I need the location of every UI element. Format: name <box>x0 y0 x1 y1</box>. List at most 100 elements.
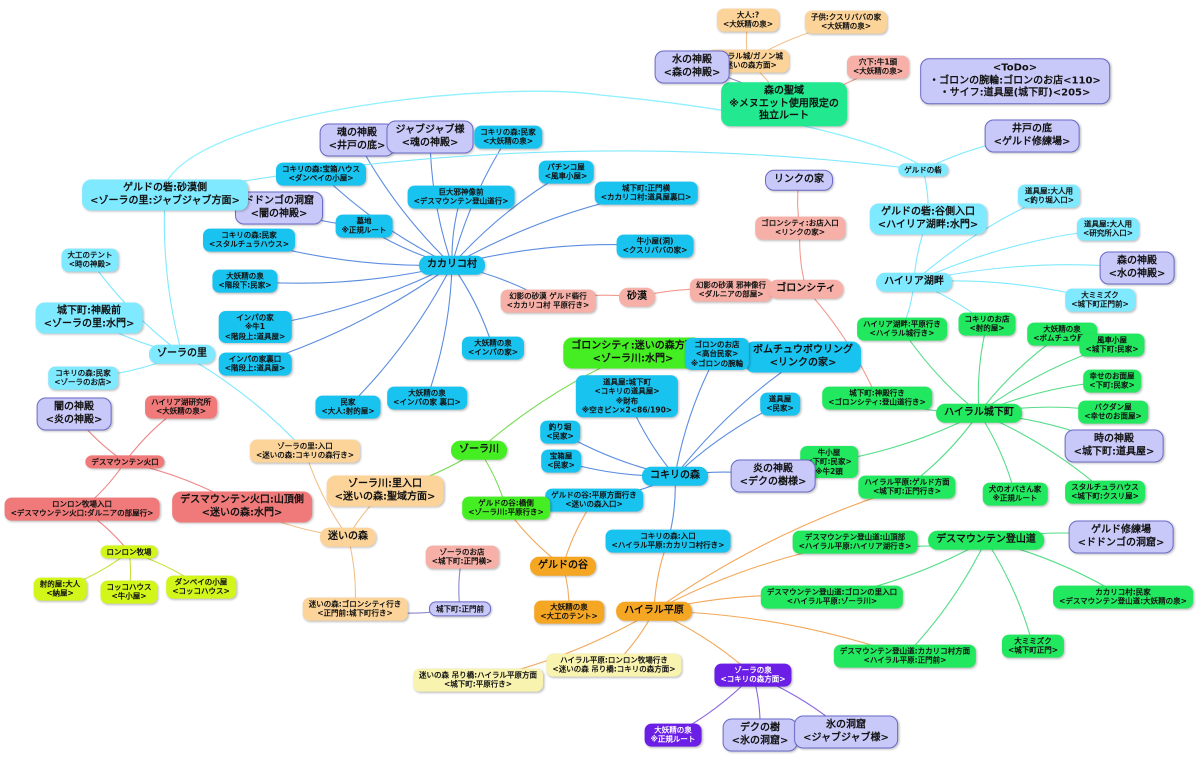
node-desert-phantom2: 幻影の砂漠 邪神像行 <ダルニアの部屋> <box>689 278 773 302</box>
node-impa-house: インパの家 ※牛1 <階段上:道具屋> <box>218 310 292 344</box>
node-lonlon-entry: ロンロン牧場入口 <デスマウンテン火口:ダルニアの部屋行> <box>4 497 160 521</box>
node-bakudan: バクダン屋 <幸せのお面屋> <box>1078 400 1148 424</box>
node-zora-entry: ゾーラの里:入口 <迷いの森:コキリの森行き> <box>249 439 361 463</box>
edge-kokiri_forest-bombchu <box>674 356 804 477</box>
node-impa-back: インパの家裏口 <階段上:道具屋> <box>218 352 292 376</box>
node-gerudo-training: ゲルド修練場 <ドドンゴの洞窟> <box>1068 520 1174 554</box>
node-adult: 大人:? <大妖精の泉> <box>716 8 780 32</box>
node-happy-mask: 幸せのお面屋 <下町:民家> <box>1083 369 1141 393</box>
node-fairy-carpenter: 大妖精の泉 <大工のテント> <box>534 600 604 624</box>
node-minka: 民家 <大人:射的屋> <box>315 395 381 419</box>
node-hylia-lake: ハイリア湖畔 <box>876 272 952 292</box>
node-dm-kakariko: デスマウンテン登山道:カカリコ村方面 <ハイラル平原:正門前> <box>833 644 977 668</box>
node-dodongo: ドドンゴの洞窟 <闇の神殿> <box>235 191 323 225</box>
edge-gerudo_desert-gerudo_fort <box>164 150 924 196</box>
node-desert: 砂漠 <box>619 287 655 307</box>
node-goron-shop2: ゴロンのお店 <高台民家> ※ゴロンの腕輪 <box>684 337 750 371</box>
node-dog-lady: 犬のオバさん家 ※正規ルート <box>982 482 1048 506</box>
node-deku-tree: デクの樹 <氷の洞窟> <box>722 718 798 752</box>
node-shooting: 射的屋:大人 <納屋> <box>33 577 87 601</box>
edge-death_mountain-dm_kakariko <box>904 539 987 657</box>
node-goron-forest: ゴロンシティ:迷いの森方面 <ゾーラ川:水門> <box>563 337 703 369</box>
node-kokiri-house: コキリの森:民家 <大妖精の泉> <box>474 125 542 149</box>
node-windmill: 風車小屋 <城下町:民家> <box>1079 333 1145 357</box>
node-jabu: ジャブジャブ様 <魂の神殿> <box>386 120 474 154</box>
node-gerudo-desert: ゲルドの砦:砂漠側 <ゾーラの里:ジャブジャブ方面> <box>82 179 248 211</box>
node-giant-tree: 巨大邪神像前 <デスマウンテン登山道行> <box>407 185 515 209</box>
node-treasure-house: 宝箱屋 <民家> <box>541 449 581 473</box>
node-castle-front: 城下町:正門横 <カカリコ村:道具屋裏口> <box>594 181 698 205</box>
node-gerudo-valley: ゲルドの谷 <box>530 556 596 576</box>
node-tool-shop: 道具屋:城下町 <コキリの道具屋> ※財布 ※空きビン×2<86/190> <box>575 375 679 417</box>
node-great-fairy-impa: 大妖精の泉 <インパの家 裏口> <box>387 386 467 410</box>
node-kokiri-shop: コキリのお店 <射的屋> <box>958 312 1016 336</box>
node-lost-goron: 迷いの森:ゴロンシティ行き <正門前:城下町行き> <box>302 597 408 621</box>
node-cucco: コッコハウス <牛小屋> <box>100 580 158 604</box>
node-great-fairy-k: 大妖精の泉 <階段下:民家> <box>212 269 278 293</box>
node-ice-cavern: 氷の洞窟 <ジャブジャブ様> <box>794 715 898 749</box>
node-link-house: リンクの家 <box>765 169 833 191</box>
edge-goron_city-castle_temple <box>805 288 878 399</box>
node-gerudo-fort: ゲルドの砦 <box>898 163 948 177</box>
node-skulltula: スタルチュラハウス <城下町:クスリ屋> <box>1065 480 1145 504</box>
node-hyrule-field-gerudo: ハイラル平原:ゲルド方面 <城下町:正門行き> <box>858 475 956 499</box>
node-field-lonlon: ハイラル平原:ロンロン牧場行き <迷いの森 吊り橋:コキリの森方面> <box>546 653 682 677</box>
node-dm-goron: デスマウンテン登山道:ゴロンの里入口 <ハイラル平原:ゾーラ川> <box>760 585 904 609</box>
edge-kakariko-minka <box>347 264 453 408</box>
node-goron-city: ゴロンシティ <box>768 279 844 299</box>
edge-castle_town-kokiri_shop <box>977 323 988 414</box>
node-well-bottom: 井戸の底 <ゲルド修練場> <box>984 119 1080 153</box>
node-kakariko: カカリコ村 <box>419 255 485 275</box>
edge-kakariko-great_fairy_impa2 <box>451 264 494 349</box>
node-death-crater-top: デスマウンテン火口:山頂側 <迷いの森:水門> <box>172 491 312 523</box>
node-dampe: ダンペイの小屋 <コッコハウス> <box>166 575 236 599</box>
node-hylia-plain: ハイリア湖畔:平原行き <ハイラル城行き> <box>857 317 947 341</box>
node-great-fairy-impa2: 大妖精の泉 <インパの家> <box>461 336 525 360</box>
node-zora-shop: ゾーラのお店 <城下町:正門横> <box>425 545 499 569</box>
node-kokiri-house2: コキリの森:民家 <スタルチュラハウス> <box>203 228 295 252</box>
node-death-crater: デスマウンテン火口 <box>85 455 165 469</box>
node-desert-phantom: 幻影の砂漠 ゲルド砦行 <カカリコ村 平原行き> <box>500 289 596 313</box>
node-town-temple: 城下町:神殿前 <ゾーラの里:水門> <box>35 302 143 334</box>
node-hylia-lab: ハイリア湖研究所 <大妖精の泉> <box>145 395 217 419</box>
node-forest-sanctuary: 森の聖域 ※メヌエット使用限定の 独立ルート <box>721 82 847 126</box>
node-tool-house: 道具屋 <民家> <box>760 392 800 416</box>
node-cow-hut: 牛小屋(洞) <クスリババの家> <box>616 234 694 258</box>
node-gerudo-valley-bridge: ゲルドの谷:橋側 <ゾーラ川:平原行き> <box>462 496 550 520</box>
node-big-mimizuk: 大ミミズク <城下町正門前> <box>1065 288 1135 312</box>
node-time-temple: 時の神殿 <城下町:道具屋> <box>1064 429 1164 463</box>
node-todo: <ToDo> ・ゴロンの腕輪:ゴロンのお店<110> ・サイフ:道具屋(城下町)… <box>920 58 1110 104</box>
edge-castle_town-great_fairy_bomb <box>978 333 1063 414</box>
edge-death_mountain-big_owl <box>985 539 1034 647</box>
node-lonlon: ロンロン牧場 <box>100 545 158 559</box>
node-kokiri-zora: コキリの森:民家 <ゾーラのお店> <box>48 366 118 390</box>
node-fishing: 釣り堀 <民家> <box>540 420 580 444</box>
node-gerudo-valley-entry: ゲルドの砦:谷側入口 <ハイリア湖畔:水門> <box>869 203 987 235</box>
node-bombchu: ボムチュウボウリング <リンクの家> <box>745 341 861 373</box>
node-forest-temple-r: 森の神殿 <水の神殿> <box>1099 251 1175 285</box>
node-pachinko: パチンコ屋 <風車小屋> <box>538 160 594 184</box>
node-zora-fountain: ゾーラの泉 <コキリの森方面> <box>714 663 792 687</box>
edge-zora_village-gerudo_desert <box>163 194 183 355</box>
node-carpenter-tent: 大工のテント <時の神殿> <box>61 248 119 272</box>
node-great-fairy-p: 大妖精の泉 ※正規ルート <box>644 723 702 747</box>
node-castle-temple: 城下町:神殿行き <ゴロンシティ:登山道行き> <box>822 386 932 410</box>
node-kokiri-entry: コキリの森:入口 <ハイラル平原:カカリコ村行き> <box>605 529 731 553</box>
node-dm-top: デスマウンテン登山道:山頂部 <ハイラル平原:ハイリア湖行き> <box>792 530 918 554</box>
node-zora-village: ゾーラの里 <box>149 344 215 364</box>
node-tool-adult2: 道具屋:大人用 <研究所入口> <box>1076 217 1140 241</box>
node-forest-temple-top: 水の神殿 <森の神殿> <box>654 50 730 84</box>
node-soul-temple: 魂の神殿 <井戸の底> <box>319 123 395 157</box>
node-big-owl: 大ミミズク <城下町正門> <box>1001 634 1065 658</box>
node-great-fairy-bomb: 大妖精の泉 <ボムチュウ屋> <box>1027 322 1097 346</box>
node-kakariko-minka: カカリコ村:民家 <デスマウンテン登山道:大妖精の泉> <box>1053 585 1193 609</box>
node-town-gate: 城下町:正門前 <box>429 601 491 617</box>
node-tool-adult: 道具屋:大人用 <釣り堀入口> <box>1017 184 1081 208</box>
node-death-mountain: デスマウンテン登山道 <box>928 530 1044 550</box>
node-dark-temple: 闇の神殿 <炎の神殿> <box>36 397 112 431</box>
node-kokiri-forest: コキリの森 <box>642 466 708 486</box>
node-hyrule-field: ハイラル平原 <box>616 601 692 621</box>
node-lost-bridge: 迷いの森 吊り橋:ハイラル平原方面 <城下町:平原行き> <box>413 668 543 692</box>
node-zora-river-entry: ゾーラ川:里入口 <迷いの森:聖域方面> <box>326 475 444 507</box>
node-zora-river: ゾーラ川 <box>451 440 507 460</box>
